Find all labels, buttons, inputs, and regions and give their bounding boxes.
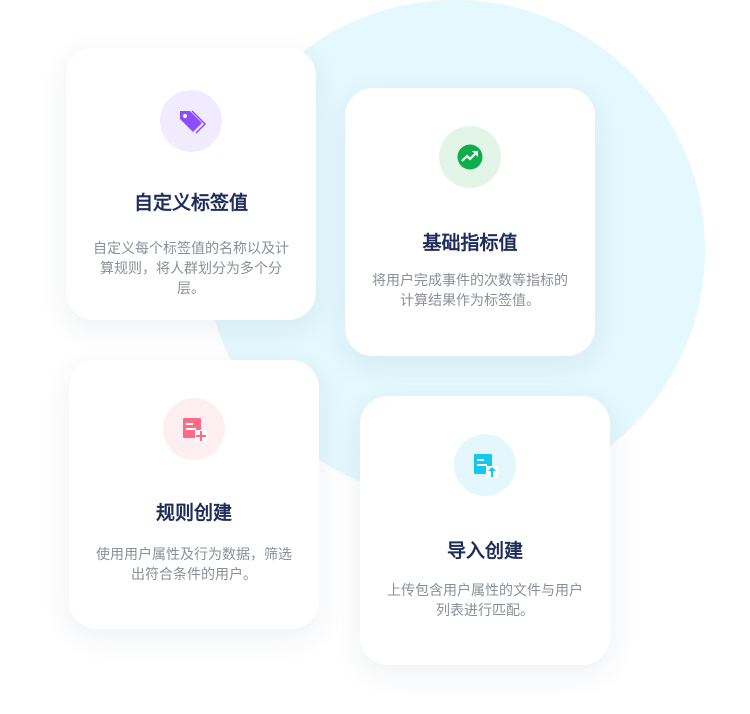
icon-badge bbox=[160, 90, 222, 152]
card-title: 导入创建 bbox=[446, 540, 523, 562]
card-description: 使用用户属性及行为数据，筛选出符合条件的用户。 bbox=[96, 547, 292, 583]
icon-badge bbox=[454, 434, 516, 496]
card-title: 基础指标值 bbox=[422, 232, 518, 254]
document-upload-icon bbox=[474, 454, 498, 478]
document-add-icon bbox=[183, 418, 207, 442]
card-rule-create[interactable]: 规则创建 使用用户属性及行为数据，筛选出符合条件的用户。 bbox=[69, 360, 319, 629]
icon-badge bbox=[439, 126, 501, 188]
card-basic-metric-value[interactable]: 基础指标值 将用户完成事件的次数等指标的计算结果作为标签值。 bbox=[345, 88, 595, 356]
tag-icon bbox=[180, 110, 206, 134]
card-title: 规则创建 bbox=[155, 502, 232, 524]
card-description: 自定义每个标签值的名称以及计算规则，将人群划分为多个分层。 bbox=[93, 241, 289, 297]
card-custom-tag-value[interactable]: 自定义标签值 自定义每个标签值的名称以及计算规则，将人群划分为多个分层。 bbox=[66, 48, 316, 320]
card-description: 将用户完成事件的次数等指标的计算结果作为标签值。 bbox=[372, 273, 568, 309]
card-import-create[interactable]: 导入创建 上传包含用户属性的文件与用户列表进行匹配。 bbox=[360, 396, 610, 665]
trend-up-icon bbox=[457, 144, 483, 170]
card-description: 上传包含用户属性的文件与用户列表进行匹配。 bbox=[387, 583, 583, 619]
card-title: 自定义标签值 bbox=[133, 192, 248, 214]
icon-badge bbox=[163, 398, 225, 460]
